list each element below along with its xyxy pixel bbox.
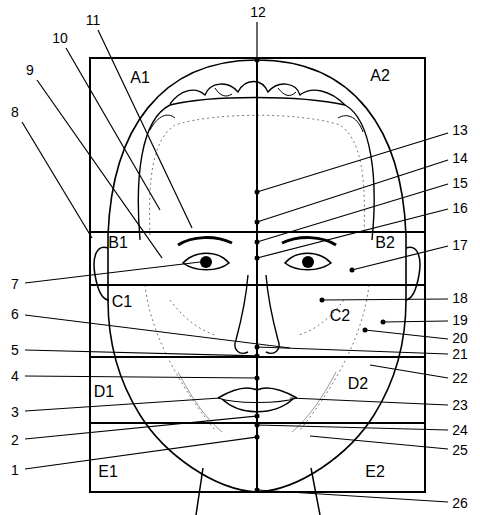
grid-cell-label: B1 [108, 235, 128, 251]
grid-cell-label: E2 [365, 464, 385, 480]
callout-number: 7 [11, 277, 19, 291]
callout-number: 24 [452, 423, 468, 437]
callout-number: 18 [452, 291, 468, 305]
callout-number: 9 [26, 63, 34, 77]
callout-number: 14 [452, 151, 468, 165]
grid-cell-label: E1 [98, 464, 118, 480]
callout-number: 20 [452, 331, 468, 345]
callout-number: 16 [452, 201, 468, 215]
callout-number: 15 [452, 176, 468, 190]
callout-number: 11 [86, 13, 101, 27]
callout-number: 3 [11, 405, 19, 419]
callout-number: 5 [11, 343, 19, 357]
callout-number: 26 [452, 496, 468, 510]
grid-cell-label: B2 [375, 235, 395, 251]
grid-cell-label: D1 [94, 384, 114, 400]
grid-cell-label: D2 [348, 376, 368, 392]
callout-number: 21 [452, 347, 468, 361]
grid-cell-label: C1 [112, 294, 132, 310]
grid-cell-label: A1 [130, 70, 150, 86]
callout-number: 25 [452, 443, 468, 457]
callout-number: 22 [452, 371, 468, 385]
callout-number: 4 [11, 369, 19, 383]
grid-cell-label: A2 [370, 68, 390, 84]
callout-number: 2 [11, 433, 19, 447]
callout-number: 8 [11, 105, 19, 119]
callout-number: 17 [452, 238, 468, 252]
callout-number: 13 [452, 123, 468, 137]
callout-number: 6 [11, 307, 19, 321]
grid-cell-label: C2 [330, 308, 350, 324]
callout-number: 12 [250, 5, 266, 19]
callout-number: 10 [52, 31, 68, 45]
callout-number: 1 [11, 463, 19, 477]
callout-number: 23 [452, 398, 468, 412]
callout-number: 19 [452, 313, 468, 327]
